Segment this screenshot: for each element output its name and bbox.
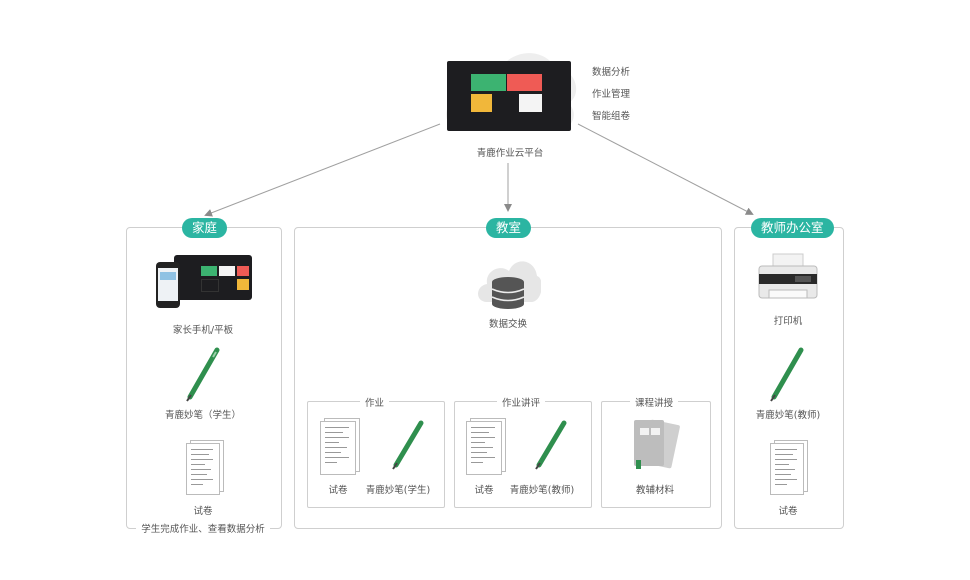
lecture-section: 课程讲授 bbox=[601, 395, 711, 508]
homework-pen-label: 青鹿妙笔(学生) bbox=[365, 485, 431, 496]
screen-tile-yellow bbox=[471, 94, 492, 112]
platform-label: 青鹿作业云平台 bbox=[476, 148, 544, 159]
phone-icon bbox=[156, 262, 180, 308]
home-title: 家庭 bbox=[182, 218, 228, 238]
home-device-label: 家长手机/平板 bbox=[172, 325, 234, 336]
feature-data-analysis: 数据分析 bbox=[592, 67, 631, 78]
arrow-cloud-to-home bbox=[204, 123, 441, 217]
pen-icon bbox=[186, 347, 220, 402]
database-cloud-icon bbox=[478, 261, 541, 309]
homework-section: 作业 bbox=[307, 395, 445, 508]
feature-homework-management: 作业管理 bbox=[592, 89, 631, 100]
review-paper-label: 试卷 bbox=[474, 485, 494, 496]
pen-icon bbox=[392, 420, 424, 470]
review-section-title: 作业讲评 bbox=[497, 395, 546, 409]
classroom-title: 教室 bbox=[486, 218, 532, 238]
pen-icon bbox=[770, 347, 804, 402]
arrow-cloud-to-office bbox=[577, 123, 754, 215]
office-title: 教师办公室 bbox=[751, 218, 834, 238]
screen-tile-dark bbox=[494, 94, 518, 112]
printer-label: 打印机 bbox=[773, 316, 803, 327]
lecture-material-label: 教辅材料 bbox=[635, 485, 674, 496]
office-paper-label: 试卷 bbox=[778, 506, 798, 517]
screen-tile-red bbox=[507, 74, 542, 91]
feature-smart-paper: 智能组卷 bbox=[592, 111, 631, 122]
home-paper-label: 试卷 bbox=[193, 506, 213, 517]
lecture-section-title: 课程讲授 bbox=[630, 395, 679, 409]
review-section: 作业讲评 bbox=[454, 395, 592, 508]
screen-tile-white bbox=[519, 94, 542, 112]
home-pen-label: 青鹿妙笔（学生） bbox=[164, 410, 241, 421]
tablet-icon bbox=[174, 255, 252, 300]
data-exchange-label: 数据交换 bbox=[488, 319, 527, 330]
homework-paper-label: 试卷 bbox=[328, 485, 348, 496]
pen-icon bbox=[535, 420, 567, 470]
screen-tile-green bbox=[471, 74, 506, 91]
platform-screen bbox=[447, 61, 571, 131]
homework-section-title: 作业 bbox=[360, 395, 390, 409]
office-pen-label: 青鹿妙笔(教师) bbox=[755, 410, 821, 421]
book-icon bbox=[634, 419, 680, 469]
home-footer: 学生完成作业、查看数据分析 bbox=[136, 521, 270, 535]
review-pen-label: 青鹿妙笔(教师) bbox=[509, 485, 575, 496]
printer-icon bbox=[758, 253, 818, 299]
